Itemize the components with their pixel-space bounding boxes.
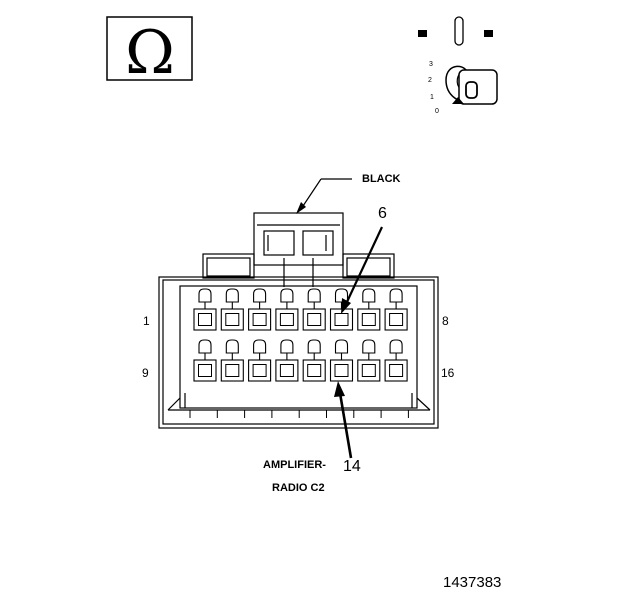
figure-number: 1437383 bbox=[443, 574, 502, 591]
callout-pin-14: 14 bbox=[343, 458, 361, 475]
cavity-3 bbox=[248, 288, 272, 331]
pin-6-arrow bbox=[341, 226, 383, 314]
key-position-1: 1 bbox=[430, 94, 434, 101]
cavity-8 bbox=[384, 288, 408, 331]
connector-name-line1: AMPLIFIER- bbox=[263, 459, 326, 471]
pin-number-1: 1 bbox=[143, 314, 150, 328]
connector-name-line2: RADIO C2 bbox=[272, 482, 325, 494]
ignition-key-switch-icon bbox=[418, 16, 498, 105]
cavity-4 bbox=[275, 288, 299, 331]
cavity-16 bbox=[384, 339, 408, 382]
cavity-10 bbox=[220, 339, 244, 382]
ohm-icon: Ω bbox=[125, 18, 175, 88]
ohmmeter-symbol: Ω bbox=[106, 16, 193, 88]
pin-number-8: 8 bbox=[442, 314, 449, 328]
pin-14-arrow bbox=[334, 381, 353, 459]
cavity-12 bbox=[275, 339, 299, 382]
cavity-6 bbox=[329, 288, 354, 331]
cavity-15 bbox=[357, 339, 381, 382]
key-position-3: 3 bbox=[429, 61, 433, 68]
pin-number-16: 16 bbox=[441, 366, 455, 380]
color-label-leader bbox=[296, 178, 352, 214]
pin-number-9: 9 bbox=[142, 366, 149, 380]
callout-pin-6: 6 bbox=[378, 205, 387, 222]
key-position-2: 2 bbox=[428, 77, 432, 84]
cavity-grid bbox=[189, 288, 409, 418]
cavity-1 bbox=[193, 288, 217, 331]
connector-color-label: BLACK bbox=[362, 173, 401, 185]
cavity-14 bbox=[329, 339, 354, 382]
cavity-11 bbox=[248, 339, 272, 382]
cavity-7 bbox=[357, 288, 381, 331]
key-position-0: 0 bbox=[435, 108, 439, 115]
cavity-2 bbox=[220, 288, 244, 331]
cavity-13 bbox=[302, 339, 326, 382]
cavity-5 bbox=[302, 288, 326, 331]
cavity-9 bbox=[193, 339, 217, 382]
